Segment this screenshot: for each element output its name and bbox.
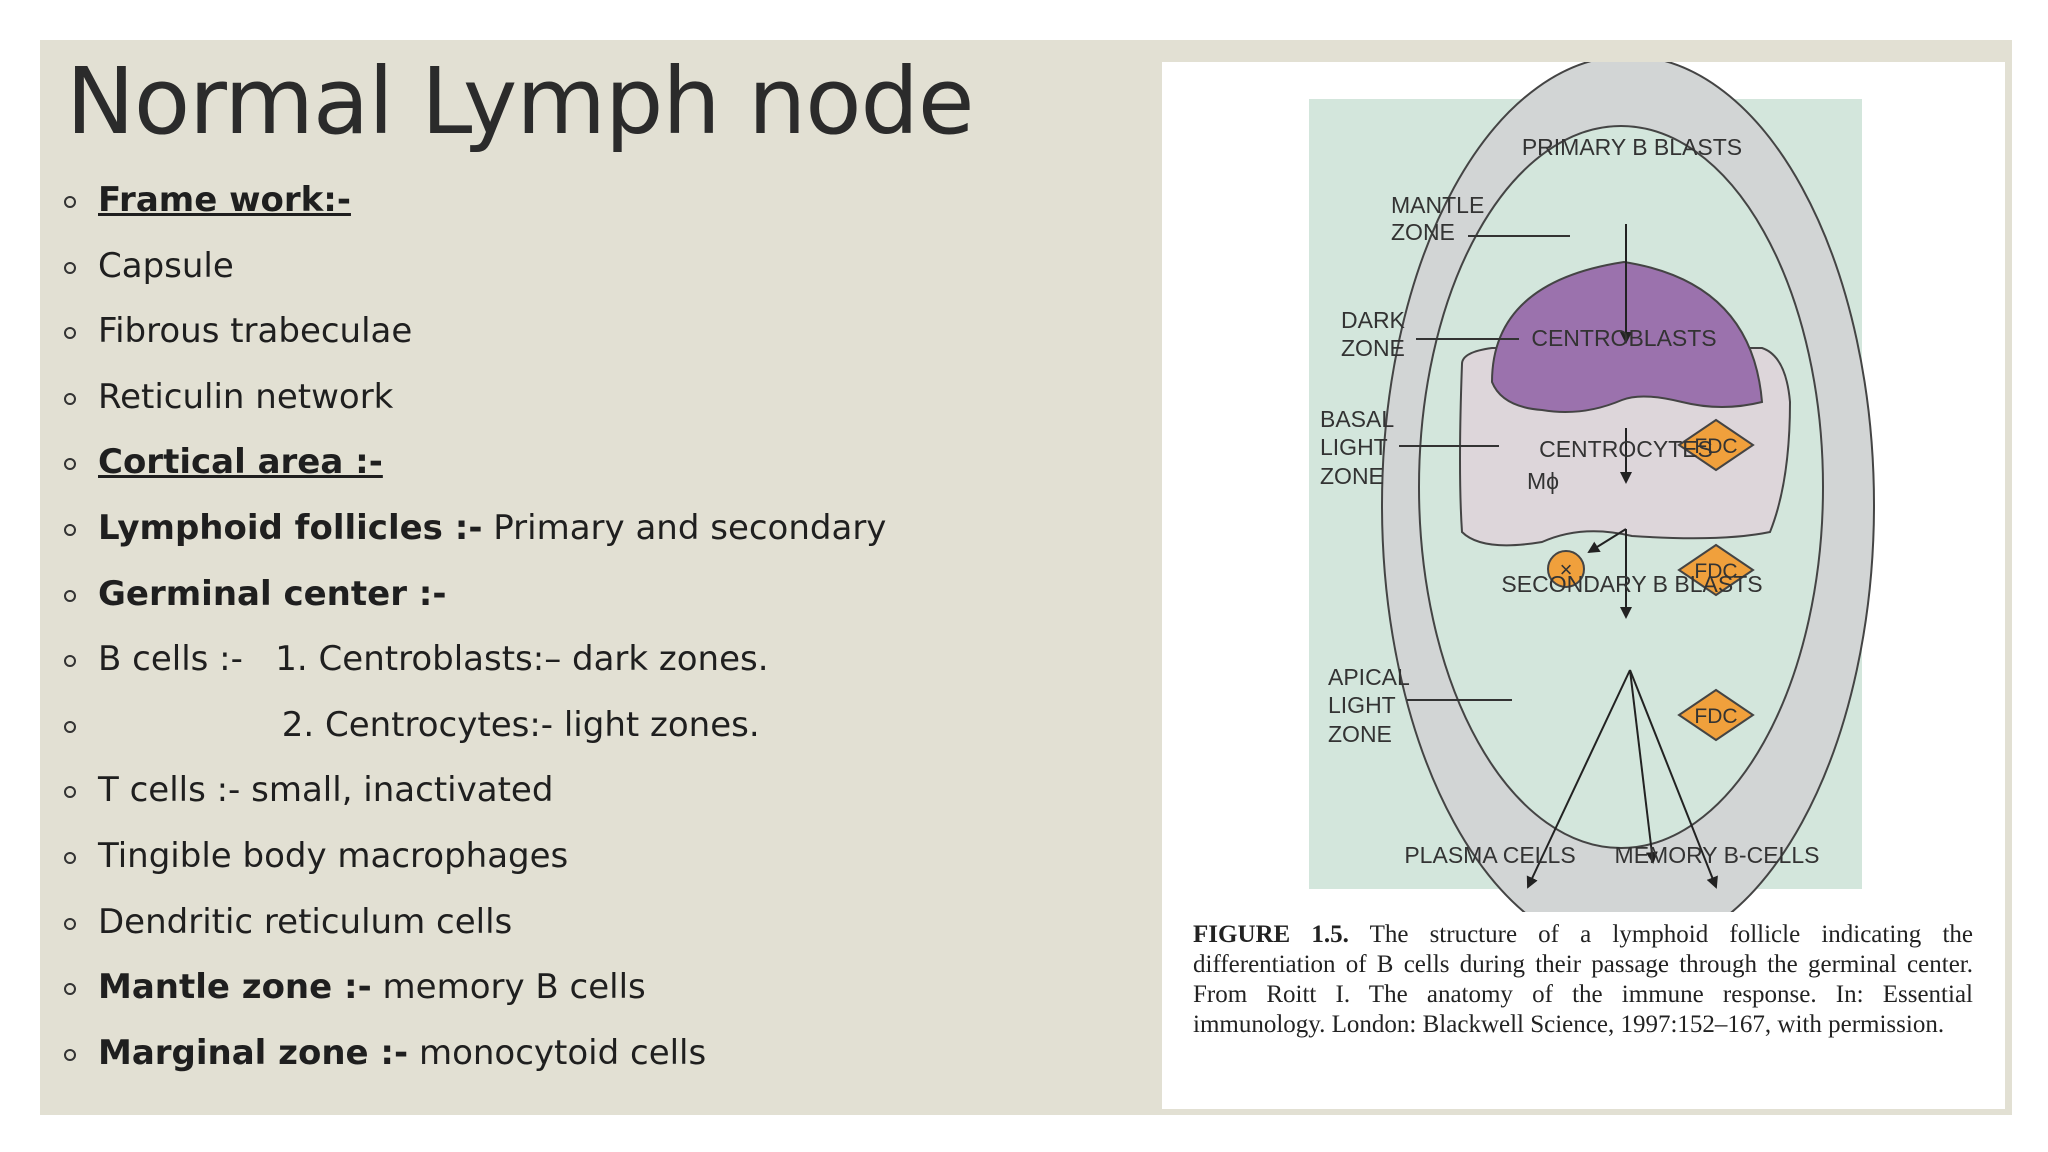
label-macrophage: Mϕ: [1527, 468, 1559, 494]
macrophage-x-icon: ×: [1560, 557, 1573, 582]
label-apical-light: LIGHT: [1328, 692, 1396, 718]
bullet-list: Frame work:- Capsule Fibrous trabeculae …: [64, 180, 886, 1098]
label-mantle-zone: ZONE: [1391, 219, 1455, 245]
label-basal: BASAL: [1320, 406, 1394, 432]
arrow: [1629, 669, 1658, 864]
bullet-text: Tingible body macrophages: [98, 835, 569, 876]
figure-panel: FDC FDC FDC × PRIMARY B BLASTS MANTLE ZO…: [1162, 62, 2005, 1109]
caption-text: The structure of a lymphoid follicle ind…: [1193, 921, 1973, 1038]
bullet-item: Germinal center :-: [64, 574, 886, 640]
bullet-text: Reticulin network: [98, 376, 394, 417]
bullet-item: Cortical area :-: [64, 442, 886, 508]
bullet-item: Dendritic reticulum cells: [64, 902, 886, 968]
bullet-text: T cells :- small, inactivated: [98, 770, 554, 811]
bullet-text: Fibrous trabeculae: [98, 311, 413, 352]
arrow: [1587, 528, 1627, 554]
bullet-item: B cells :- 1. Centroblasts:– dark zones.: [64, 639, 886, 705]
bullet-text: 2. Centrocytes:- light zones.: [98, 704, 760, 745]
bullet-text: B cells :- 1. Centroblasts:– dark zones.: [98, 639, 769, 680]
bullet-item: T cells :- small, inactivated: [64, 770, 886, 836]
bullet-text: Dendritic reticulum cells: [98, 901, 513, 942]
fdc-marker: FDC: [1677, 418, 1755, 472]
bullet-heading: Frame work:-: [98, 180, 351, 220]
caption-label: FIGURE 1.5.: [1193, 921, 1349, 948]
label-secondary-b-blasts: SECONDARY B BLASTS: [1501, 571, 1762, 597]
bullet-item: Capsule: [64, 246, 886, 312]
bullet-item: Reticulin network: [64, 377, 886, 443]
label-centrocytes: CENTROCYTES: [1539, 436, 1713, 462]
fdc-label: FDC: [1694, 435, 1737, 458]
arrow: [1526, 669, 1631, 889]
bullet-text: monocytoid cells: [408, 1032, 707, 1073]
label-apical-zone: ZONE: [1328, 721, 1392, 747]
bullet-heading: Mantle zone :-: [98, 967, 372, 1008]
bullet-item: Marginal zone :- monocytoid cells: [64, 1033, 886, 1099]
label-apical: APICAL: [1328, 664, 1410, 690]
bullet-text: Primary and secondary: [482, 507, 887, 548]
bullet-item: Lymphoid follicles :- Primary and second…: [64, 508, 886, 574]
bullet-item: Mantle zone :- memory B cells: [64, 967, 886, 1033]
bullet-text: Capsule: [98, 245, 234, 286]
fdc-marker: FDC: [1677, 688, 1755, 742]
label-memory-b-cells: MEMORY B-CELLS: [1615, 842, 1820, 868]
macrophage-cell: [1547, 550, 1585, 588]
bullet-heading: Cortical area :-: [98, 442, 383, 483]
label-basal-light: LIGHT: [1320, 434, 1388, 460]
arrow: [1629, 669, 1718, 889]
bullet-heading: Lymphoid follicles :-: [98, 507, 483, 548]
bullet-item: Tingible body macrophages: [64, 836, 886, 902]
slide-title: Normal Lymph node: [66, 48, 975, 155]
fdc-label: FDC: [1694, 705, 1737, 728]
label-centroblasts: CENTROBLASTS: [1531, 325, 1716, 351]
bullet-heading: Marginal zone :-: [98, 1032, 409, 1073]
figure-caption: FIGURE 1.5. The structure of a lymphoid …: [1193, 920, 1973, 1040]
bullet-heading: Germinal center :-: [98, 573, 447, 614]
fdc-marker: FDC: [1677, 543, 1755, 597]
label-mantle: MANTLE: [1391, 192, 1484, 218]
bullet-item: Fibrous trabeculae: [64, 311, 886, 377]
label-dark-zone: ZONE: [1341, 335, 1405, 361]
label-plasma-cells: PLASMA CELLS: [1404, 842, 1575, 868]
label-basal-zone: ZONE: [1320, 463, 1384, 489]
label-dark: DARK: [1341, 307, 1406, 333]
bullet-item: Frame work:-: [64, 180, 886, 246]
bullet-text: memory B cells: [371, 967, 646, 1008]
lymphoid-follicle-diagram: FDC FDC FDC × PRIMARY B BLASTS MANTLE ZO…: [1309, 62, 1875, 912]
bullet-item: 2. Centrocytes:- light zones.: [64, 705, 886, 771]
label-primary-b-blasts: PRIMARY B BLASTS: [1522, 134, 1742, 160]
fdc-label: FDC: [1694, 560, 1737, 583]
